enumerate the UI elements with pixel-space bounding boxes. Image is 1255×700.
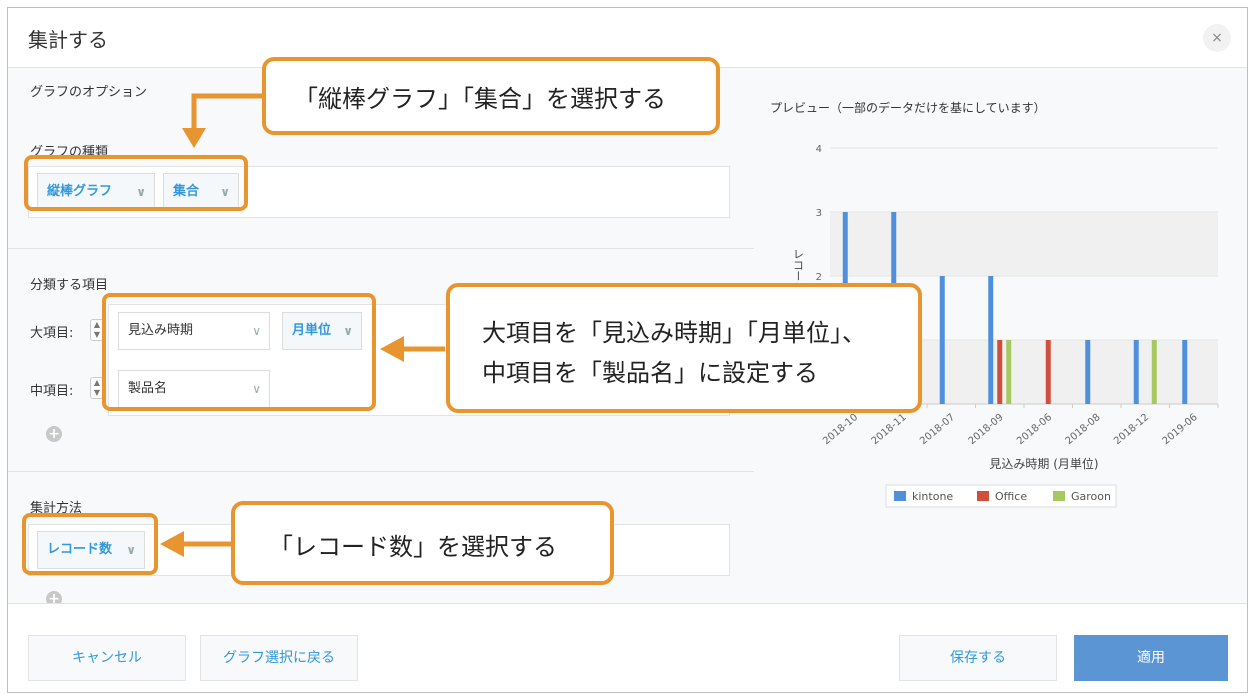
y-tick-label: 2: [816, 272, 822, 283]
aggregation-method-value: レコード数: [47, 542, 113, 557]
preview-label: プレビュー（一部のデータだけを基にしています）: [770, 101, 1046, 115]
chart-type-value: 縦棒グラフ: [47, 184, 113, 199]
arrow-head-3: [160, 531, 184, 557]
bar-garoon: [1151, 340, 1157, 404]
chevron-down-icon: ∨: [136, 185, 146, 199]
y-tick-label: 3: [816, 208, 822, 219]
bar-kintone: [939, 276, 945, 404]
highlight-classification: [102, 293, 376, 411]
cancel-button[interactable]: キャンセル: [28, 635, 186, 681]
y-tick-label: 4: [816, 144, 822, 155]
callout-aggregation: 「レコード数」を選択する: [231, 501, 614, 585]
chevron-down-icon: ∨: [343, 324, 353, 338]
callout-aggregation-text: 「レコード数」を選択する: [269, 533, 557, 561]
bar-kintone: [1133, 340, 1139, 404]
legend-label-office: Office: [995, 490, 1027, 503]
arrow-head-2: [380, 336, 404, 362]
chart-type-select[interactable]: 縦棒グラフ ∨: [37, 173, 155, 211]
back-to-graph-select-button[interactable]: グラフ選択に戻る: [200, 635, 358, 681]
bar-kintone: [988, 276, 994, 404]
callout-classification-text-1: 大項目を「見込み時期」「月単位」、: [482, 319, 866, 347]
chart-mode-value: 集合: [173, 184, 200, 199]
add-classification-icon[interactable]: +: [46, 426, 62, 442]
chevron-down-icon: ∨: [220, 185, 230, 199]
apply-button[interactable]: 適用: [1074, 635, 1228, 681]
section-divider: [8, 248, 754, 249]
major-field-value: 見込み時期: [128, 323, 194, 338]
legend-swatch-office: [977, 491, 989, 501]
aggregation-method-select[interactable]: レコード数 ∨: [37, 531, 145, 569]
minor-field-select[interactable]: 製品名 ∨: [118, 370, 270, 408]
section-divider: [8, 471, 754, 472]
bar-garoon: [1006, 340, 1012, 404]
classification-title: 分類する項目: [30, 278, 109, 293]
bar-office: [997, 340, 1003, 404]
chart-legend: [885, 484, 1117, 508]
minor-item-label: 中項目:: [30, 384, 74, 399]
reorder-stepper-icon[interactable]: ▲▼: [90, 377, 104, 399]
callout-graph-type: 「縦棒グラフ」「集合」を選択する: [262, 57, 720, 135]
major-unit-select[interactable]: 月単位 ∨: [282, 312, 362, 350]
legend-label-kintone: kintone: [912, 490, 953, 503]
minor-field-value: 製品名: [128, 381, 168, 396]
aggregation-title: 集計方法: [30, 501, 83, 516]
bar-kintone: [1182, 340, 1188, 404]
major-field-select[interactable]: 見込み時期 ∨: [118, 312, 270, 350]
dialog-title: 集計する: [28, 28, 108, 52]
chart-mode-select[interactable]: 集合 ∨: [163, 173, 239, 211]
callout-classification-text-2: 中項目を「製品名」に設定する: [482, 359, 818, 387]
dialog-footer: キャンセル グラフ選択に戻る 保存する 適用: [8, 603, 1247, 692]
close-icon[interactable]: ×: [1203, 24, 1231, 52]
arrow-head-1: [182, 128, 206, 148]
graph-options-title: グラフのオプション: [30, 85, 148, 100]
highlight-graph-type: [24, 155, 248, 211]
x-axis-title: 見込み時期 (月単位): [989, 456, 1098, 471]
callout-graph-type-text: 「縦棒グラフ」「集合」を選択する: [294, 85, 666, 113]
legend-label-garoon: Garoon: [1071, 490, 1111, 503]
chevron-down-icon: ∨: [126, 543, 136, 557]
callout-classification: 大項目を「見込み時期」「月単位」、 中項目を「製品名」に設定する: [446, 283, 922, 413]
major-item-label: 大項目:: [30, 326, 74, 341]
legend-swatch-kintone: [894, 491, 906, 501]
chevron-down-icon: ∨: [252, 382, 261, 396]
save-button[interactable]: 保存する: [899, 635, 1057, 681]
bar-office: [1045, 340, 1051, 404]
highlight-aggregation: [22, 513, 158, 575]
bar-kintone: [1085, 340, 1091, 404]
chevron-down-icon: ∨: [252, 324, 261, 338]
arrow-line-1: [191, 93, 268, 132]
legend-swatch-garoon: [1053, 491, 1065, 501]
major-unit-value: 月単位: [292, 323, 332, 338]
